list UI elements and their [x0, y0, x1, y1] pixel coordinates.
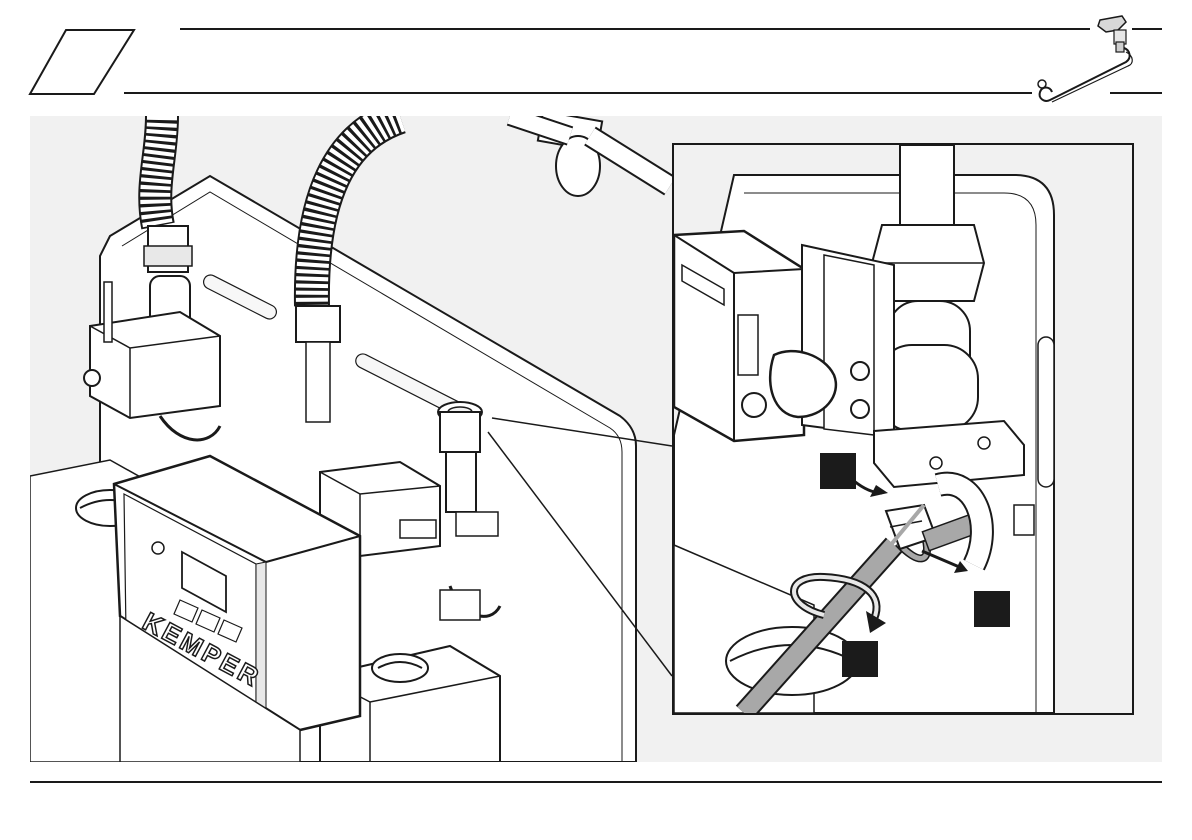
step-badge	[28, 28, 138, 96]
header-rule-bottom	[124, 92, 1032, 94]
key-tool-icon	[1030, 8, 1150, 108]
callout-1	[820, 453, 856, 489]
header-rule-top	[180, 28, 1090, 30]
detail-drawing	[674, 145, 1132, 713]
detail-inset	[672, 143, 1134, 715]
footer-rule	[30, 781, 1162, 783]
callout-2	[974, 591, 1010, 627]
callout-3	[842, 641, 878, 677]
